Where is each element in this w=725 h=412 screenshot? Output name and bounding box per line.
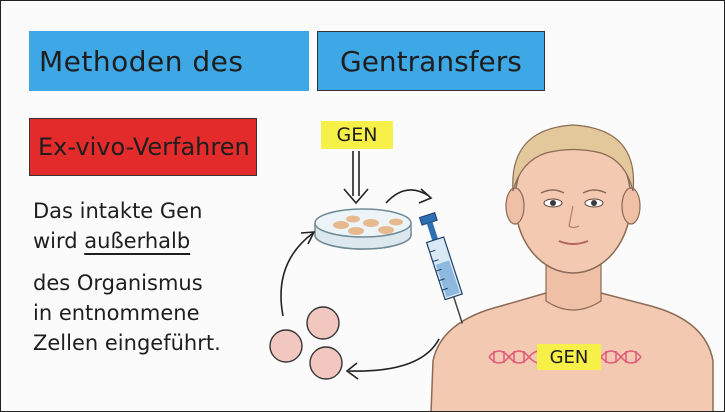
arrow-body-to-cells	[349, 339, 439, 371]
description: Das intakte Gen wird außerhalb des Organ…	[33, 196, 221, 358]
arrow-gen-to-dish	[344, 151, 368, 203]
description-line-1: Das intakte Gen	[33, 196, 221, 226]
petri-dish	[315, 209, 411, 249]
gene-label-top: GEN	[321, 121, 393, 149]
title-part-1: Methoden des	[29, 31, 309, 91]
description-line-2: wird außerhalb	[33, 226, 221, 256]
description-emphasis: außerhalb	[84, 229, 190, 253]
gene-label-body: GEN	[537, 344, 601, 370]
description-line-4: in entnommene	[33, 298, 221, 328]
description-line-3: des Organismus	[33, 268, 221, 298]
left-ear	[506, 188, 524, 224]
description-line-5: Zellen eingeführt.	[33, 328, 221, 358]
arrow-cells-to-dish	[281, 233, 313, 316]
title-part-2: Gentransfers	[317, 31, 545, 91]
right-ear	[622, 188, 640, 224]
syringe	[419, 212, 471, 326]
description-line-2-prefix: wird	[33, 229, 84, 253]
method-label: Ex-vivo-Verfahren	[29, 118, 257, 176]
cells	[270, 307, 342, 379]
